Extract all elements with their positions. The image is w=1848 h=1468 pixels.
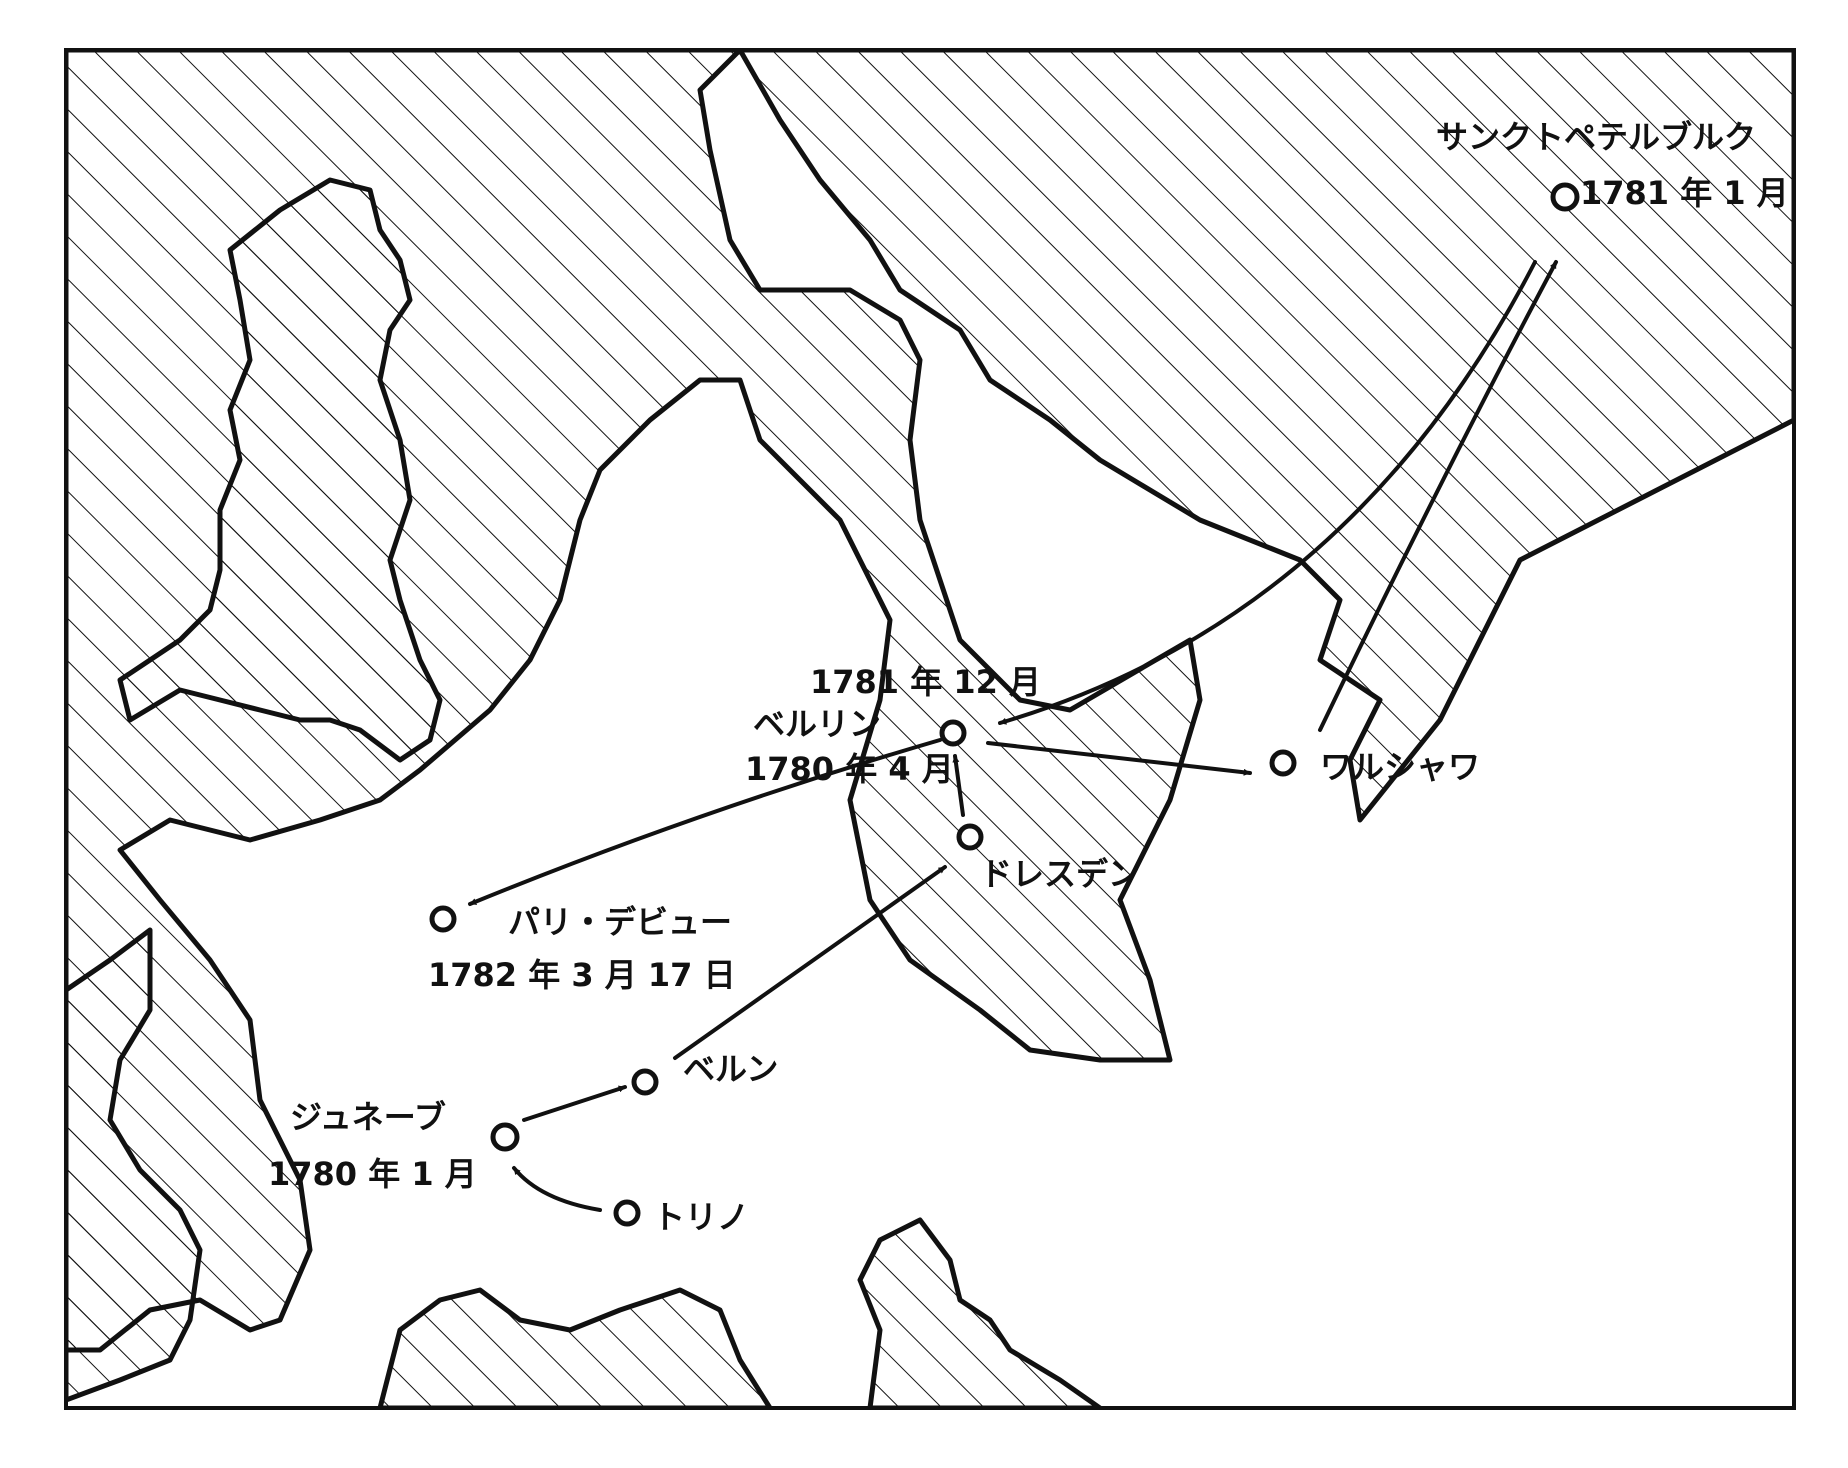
routes xyxy=(468,260,1558,1212)
route-geneva-bern xyxy=(522,1085,627,1122)
label-paris-date: 1782 年 3 月 17 日 xyxy=(428,956,736,994)
city-marker-geneva[interactable] xyxy=(490,1122,520,1152)
route-berlin-warsaw xyxy=(986,741,1252,776)
sea-north xyxy=(66,50,1794,1353)
label-bern: ベルン xyxy=(683,1050,778,1088)
cities xyxy=(429,182,1580,1227)
label-paris: パリ・デビュー xyxy=(508,903,732,941)
sea-south-adriatic xyxy=(857,1217,1103,1408)
sea-south-west xyxy=(66,927,203,1403)
label-stpetersburg-date: 1781 年 1 月 xyxy=(1580,174,1789,212)
label-turin: トリノ xyxy=(653,1198,749,1236)
label-dresden: ドレスデン xyxy=(980,855,1140,893)
labels: サンクトペテルブルク 1781 年 1 月 1781 年 12 月 ベルリン 1… xyxy=(268,118,1789,1236)
label-geneva-date: 1780 年 1 月 xyxy=(268,1155,477,1193)
city-marker-berlin[interactable] xyxy=(939,719,967,747)
britain-island xyxy=(117,177,443,763)
route-bern-dresden xyxy=(673,865,947,1060)
sea-south-med xyxy=(377,1287,773,1408)
label-berlin: ベルリン xyxy=(753,705,881,743)
label-geneva: ジュネーブ xyxy=(290,1098,446,1136)
city-marker-turin[interactable] xyxy=(613,1199,641,1227)
route-dresden-berlin xyxy=(952,754,965,817)
route-turin-geneva xyxy=(512,1166,602,1212)
route-stpetersburg-berlin xyxy=(998,260,1537,725)
map-frame xyxy=(64,48,1796,1410)
label-stpetersburg: サンクトペテルブルク xyxy=(1436,118,1756,156)
city-marker-stpetersburg[interactable] xyxy=(1550,182,1580,212)
city-marker-paris[interactable] xyxy=(429,905,457,933)
label-berlin-date-1780: 1780 年 4 月 xyxy=(745,750,954,788)
label-warsaw: ワルシャワ xyxy=(1320,748,1480,786)
city-marker-dresden[interactable] xyxy=(956,823,984,851)
route-berlin-paris xyxy=(468,738,942,906)
route-warsaw-stpetersburg xyxy=(1318,260,1558,732)
label-berlin-date-1781: 1781 年 12 月 xyxy=(810,663,1041,701)
city-marker-bern[interactable] xyxy=(631,1068,659,1096)
city-marker-warsaw[interactable] xyxy=(1269,749,1297,777)
